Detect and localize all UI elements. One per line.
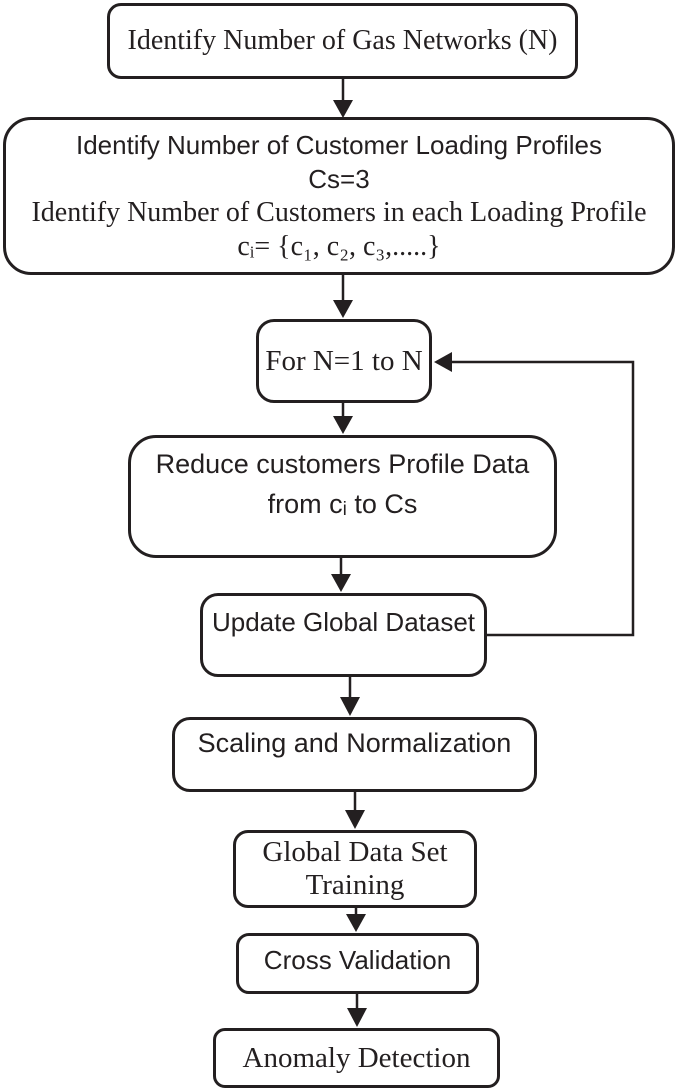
arrow-forloop-to-reduce	[333, 403, 353, 434]
arrow-reduce-to-update	[331, 558, 351, 592]
arrow-profiles-to-forloop	[333, 275, 353, 318]
node-label: Identify Number of Gas Networks (N)	[127, 25, 558, 56]
node-identify-gas-networks: Identify Number of Gas Networks (N)	[107, 3, 578, 79]
node-line: Reduce customers Profile Data	[155, 448, 530, 479]
node-line: from cᵢ to Cs	[267, 488, 418, 519]
node-anomaly-detection: Anomaly Detection	[213, 1028, 500, 1088]
arrow-scaling-to-training	[345, 792, 365, 829]
node-cross-validation: Cross Validation	[236, 933, 479, 994]
arrow-networks-to-profiles	[333, 79, 353, 118]
node-label: Scaling and Normalization	[197, 728, 512, 758]
arrow-training-to-crossvalidation	[346, 908, 366, 932]
node-line: Identify Number of Customer Loading Prof…	[75, 130, 603, 160]
node-line: Global Data Set	[262, 836, 448, 868]
node-label: For N=1 to N	[265, 344, 423, 377]
node-scaling-and-normalization: Scaling and Normalization	[172, 717, 537, 792]
node-for-loop: For N=1 to N	[256, 319, 432, 403]
node-line: Identify Number of Customers in each Loa…	[31, 197, 647, 228]
node-identify-loading-profiles: Identify Number of Customer Loading Prof…	[3, 117, 675, 275]
node-line: Cs=3	[308, 164, 370, 194]
arrow-update-to-scaling	[340, 677, 360, 716]
node-reduce-customers-profile-data: Reduce customers Profile Data from cᵢ to…	[128, 435, 557, 558]
node-label: Cross Validation	[263, 945, 452, 975]
loopback-update-to-forloop	[434, 352, 635, 637]
node-label: Anomaly Detection	[242, 1041, 471, 1074]
node-line: cᵢ= {c₁, c₂, c₃,.....}	[237, 231, 441, 262]
arrow-crossvalidation-to-anomaly	[347, 994, 367, 1027]
node-line: Training	[305, 869, 405, 901]
node-label: Update Global Dataset	[211, 606, 476, 637]
node-global-dataset-training: Global Data Set Training	[233, 830, 477, 908]
node-update-global-dataset: Update Global Dataset	[200, 593, 487, 677]
